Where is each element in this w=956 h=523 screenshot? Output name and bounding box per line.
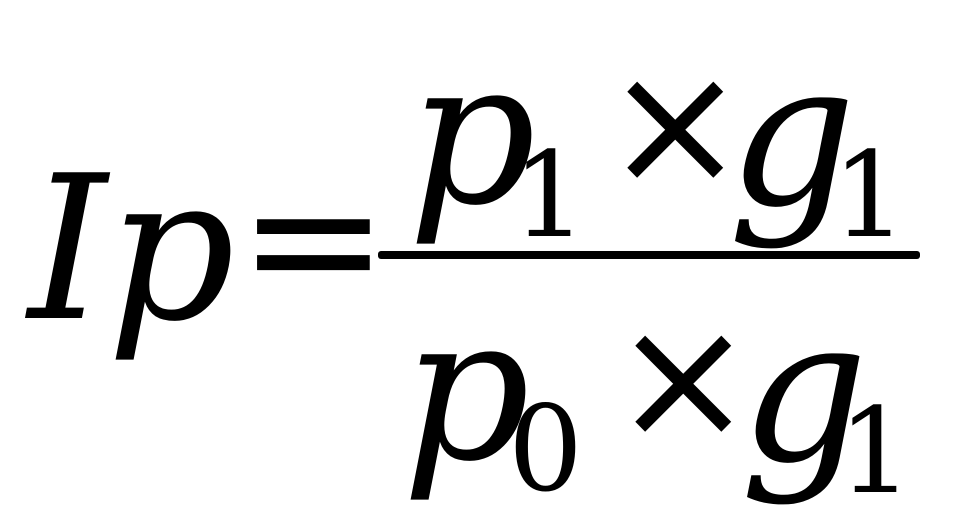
denominator-g-subscript: 1 [838,382,914,520]
denominator-p-subscript: 0 [508,380,584,518]
numerator-times-sign: × [604,26,747,224]
equals-sign: = [238,135,389,344]
formula-lhs: Ip [28,133,236,366]
numerator-p-subscript: 1 [512,126,588,264]
numerator-p: p [408,17,537,250]
denominator-times-sign: × [612,280,755,478]
numerator-g: g [728,19,857,252]
denominator-p: p [402,273,531,506]
denominator-g: g [740,275,869,508]
numerator-g-subscript: 1 [832,126,908,264]
fraction-bar [378,251,920,259]
